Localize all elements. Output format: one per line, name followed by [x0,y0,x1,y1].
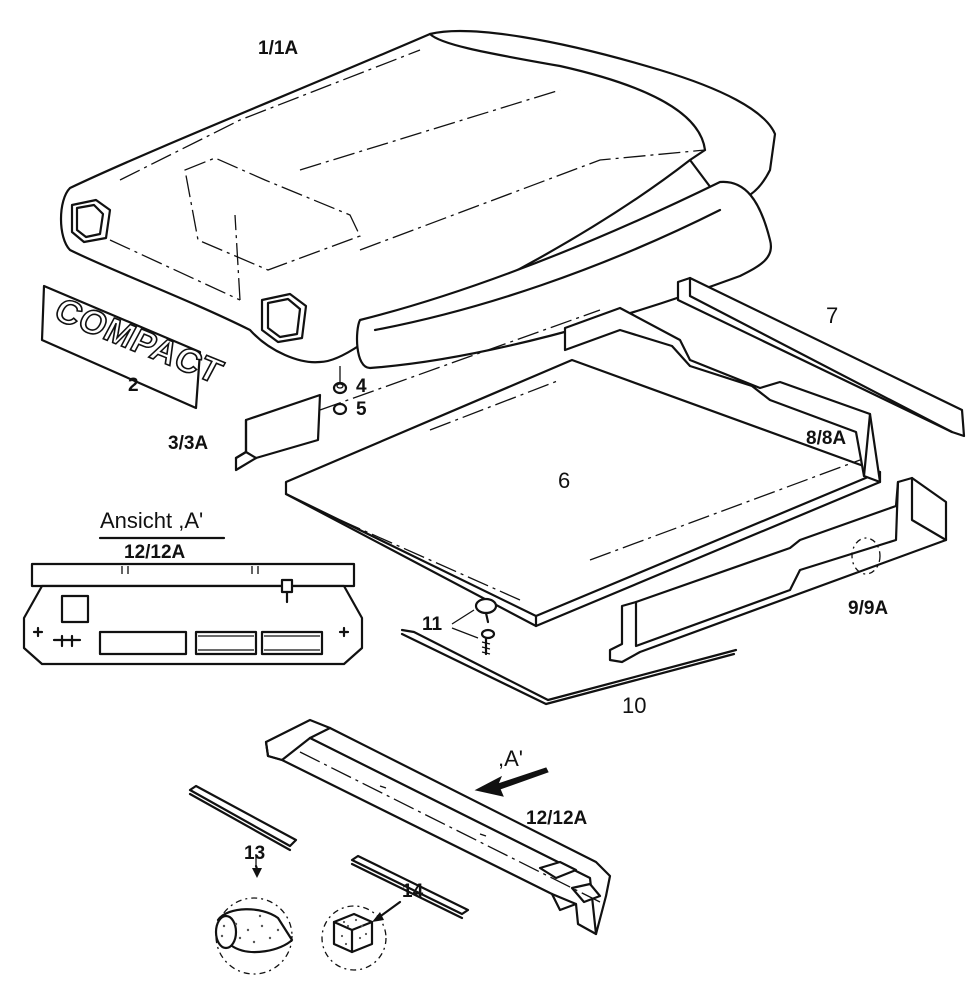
front-strip-part [608,476,948,664]
view-direction-arrow [474,767,549,797]
label-8-8a: 8/8A [806,428,846,449]
rear-strip-part [676,276,966,438]
left-strip-part [234,393,322,472]
label-4: 4 [356,376,367,397]
roof-cover-part [60,29,777,370]
label-2: 2 [128,375,139,396]
nut-part-5 [332,402,348,416]
view-direction-label: ,A' [498,746,523,771]
label-14: 14 [402,881,424,902]
label-3-3a: 3/3A [168,433,208,454]
washer-part-4 [332,381,348,395]
label-7: 7 [826,303,838,328]
label-6: 6 [558,468,570,493]
label-11: 11 [422,614,443,635]
label-10: 10 [622,693,646,718]
label-13: 13 [244,843,265,864]
label-9-9a: 9/9A [848,598,888,619]
label-12-12a: 12/12A [526,808,588,829]
view-a-part-label: 12/12A [124,542,186,563]
front-panel-part [264,718,612,936]
seal-strip-part-13 [188,784,298,975]
floor-panel-part [284,358,882,628]
view-a-detail: Ansicht ,A' 12/12A [22,508,364,666]
label-5: 5 [356,399,367,420]
foam-strip-part-14 [321,854,470,971]
clip-part-11 [451,597,498,656]
view-a-title: Ansicht ,A' [100,508,203,533]
label-1-1a: 1/1A [258,38,298,59]
bottom-seal-part [400,628,738,706]
right-strip-part [563,306,882,484]
